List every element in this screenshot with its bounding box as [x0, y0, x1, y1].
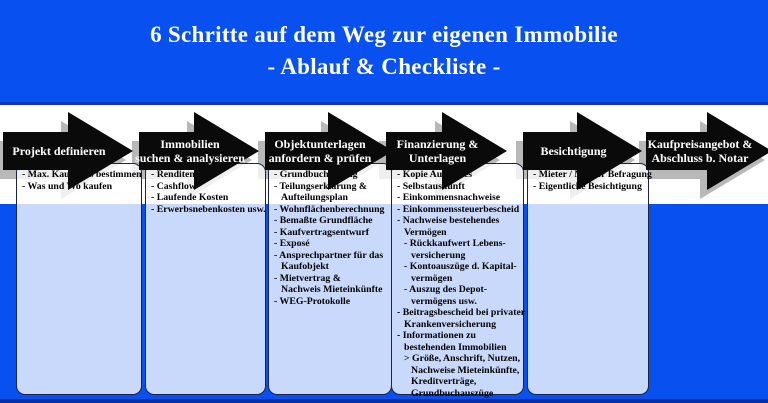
step-arrow-label-line: Objektunterlagen — [274, 136, 366, 151]
checklist-item: Grundbuchauszüge — [411, 387, 494, 399]
checklist-item: Nachweis Mieteinkünfte — [281, 284, 383, 295]
step-arrow-label: Besichtigung — [523, 132, 624, 170]
checklist-box-5: - Mieter / Makler Befragung- Eigentliche… — [527, 163, 652, 395]
page-title: 6 Schritte auf dem Weg zur eigenen Immob… — [150, 22, 618, 47]
step-arrow-label-line: Kaufpreisangebot & — [647, 136, 753, 151]
arrow-shape — [139, 112, 259, 190]
checklist-item: Nachweise Mieteinkünfte, — [411, 364, 520, 376]
checklist-item: vermögen — [411, 272, 453, 284]
checklist-item: - Teilungserklärung & — [274, 180, 368, 192]
step-arrow-label-line: suchen & analysieren — [135, 151, 245, 165]
step-arrow-label-line: Besichtigung — [540, 143, 607, 158]
checklist-item: Aufteilungsplan — [281, 192, 348, 203]
checklist-item: - Exposé — [274, 238, 310, 249]
checklist-item: Kaufobjekt — [281, 261, 329, 272]
step-arrow-label-line: Finanzierung & — [396, 136, 479, 151]
step-arrow-1: Projekt definieren — [3, 112, 133, 190]
step-arrow-label-line: anfordern & prüfen — [268, 151, 372, 165]
checklist-item: - Einkommenssteuerbescheid — [397, 203, 520, 215]
step-arrow-label: Projekt definieren — [3, 132, 115, 170]
checklist-item: versicherung — [411, 249, 466, 261]
step-arrow-label-line: Immobilien — [160, 136, 220, 151]
checklist-item: - Cashflow — [151, 180, 196, 192]
checklist-item: - Wohnflächenberechnung — [274, 203, 385, 215]
checklist-item: - Laufende Kosten — [151, 192, 229, 203]
checklist-item: - WEG-Protokolle — [274, 295, 351, 307]
checklist-item: - Erwerbsnebenkosten usw. — [151, 203, 266, 215]
title-banner: 6 Schritte auf dem Weg zur eigenen Immob… — [0, 0, 768, 102]
checklist-item: - Was und Wo kaufen — [22, 180, 113, 192]
checklist-box-1: - Max. Kaufpreis bestimmen- Was und Wo k… — [16, 163, 142, 395]
checklist-item: - Selbstauskunft — [397, 180, 465, 192]
checklist-item: - Bemaßte Grundfläche — [274, 215, 373, 226]
checklist-item: Vermögen — [404, 226, 447, 238]
checklist-item: - Rückkaufwert Lebens- — [404, 238, 506, 249]
checklist-item: - Kaufvertragsentwurf — [274, 226, 369, 238]
header-divider — [0, 102, 768, 105]
checklist-box-4: - Kopie Ausweises- Selbstauskunft- Einko… — [391, 163, 525, 399]
checklist-item: - Ansprechpartner für das — [274, 249, 384, 261]
checklist-item: Kreditverträge, — [411, 376, 477, 387]
checklist: - Grundbuchauszug- Teilungserklärung &Au… — [269, 164, 391, 307]
step-arrow-label: Kaufpreisangebot &Abschluss b. Notar — [646, 132, 754, 170]
checklist-item: - Einkommensnachweise — [397, 192, 501, 203]
checklist-item: bestehenden Immobilien — [404, 341, 507, 353]
step-arrow-label: Finanzierung &Unterlagen — [386, 132, 489, 170]
step-arrow-6: Kaufpreisangebot &Abschluss b. Notar — [646, 112, 768, 190]
arrow-shape — [3, 112, 133, 190]
checklist-item: - Kontoauszüge d. Kapital- — [404, 261, 517, 272]
step-arrow-4: Finanzierung &Unterlagen — [386, 112, 507, 190]
checklist: - Renditen- Cashflow- Laufende Kosten- E… — [146, 164, 266, 215]
checklist-item: - Eigentliche Besichtigung — [533, 180, 642, 192]
checklist-item: vermögens usw. — [411, 295, 477, 307]
checklist-item: - Beitragsbescheid bei privater — [397, 307, 526, 318]
step-arrow-label-line: Abschluss b. Notar — [651, 151, 749, 165]
checklist-item: - Nachweise bestehendes — [397, 215, 500, 226]
step-arrow-label-line: Projekt definieren — [12, 143, 106, 158]
checklist-item: - Mietvertrag & — [274, 272, 341, 284]
checklist-item: - Informationen zu — [397, 330, 476, 341]
step-arrow-label-line: Unterlagen — [408, 151, 467, 165]
checklist-item: > Größe, Anschrift, Nutzen, — [404, 353, 521, 364]
checklist-item: - Auszug des Depot- — [404, 284, 488, 295]
arrow-shape — [646, 112, 768, 190]
checklist-item: - Renditen — [151, 169, 195, 180]
arrow-shape — [265, 112, 393, 190]
checklist-item: - Grundbuchauszug — [274, 169, 358, 180]
page-subtitle: - Ablauf & Checkliste - — [267, 54, 501, 79]
checklist-item: - Kopie Ausweises — [397, 169, 473, 180]
checklist: - Kopie Ausweises- Selbstauskunft- Einko… — [392, 164, 526, 399]
checklist-item: Krankenversicherung — [404, 318, 496, 330]
bottom-divider — [0, 399, 768, 403]
arrow-shape — [523, 112, 642, 190]
step-arrow-5: Besichtigung — [523, 112, 642, 190]
arrow-shape — [386, 112, 507, 190]
